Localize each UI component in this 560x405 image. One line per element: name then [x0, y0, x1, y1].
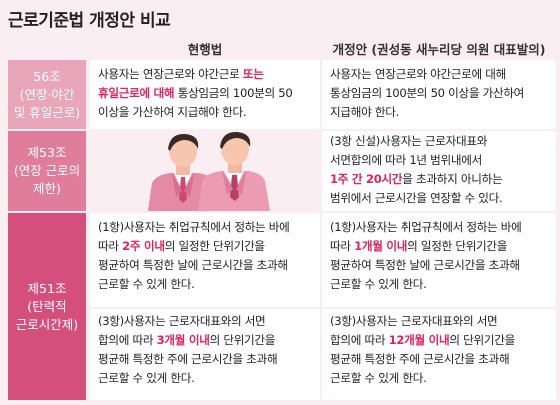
- cell-art51-clause1-current: (1항)사용자는 취업규칙에서 정하는 바에 따라 2주 이내의 일정한 단위기…: [90, 213, 320, 307]
- text-line: 통상임금의 100분의 50 이상을 가산하여: [330, 86, 525, 100]
- row-label-line: 및 휴일근로): [13, 104, 81, 120]
- cell-art51-clause3-current: (3항)사용자는 근로자대표와의 서면 합의에 따라 3개월 이내의 단위기간을…: [90, 309, 320, 400]
- highlight-text: 휴일근로에 대해: [98, 86, 175, 100]
- row-label-line: (탄력적: [27, 298, 67, 314]
- highlight-text: 12개월 이내: [388, 333, 450, 347]
- text-line: 근로할 수 있게 한다.: [98, 277, 195, 291]
- row-label-line: 제53조: [27, 145, 67, 160]
- text-line: 따라 1개월 이내의 일정한 단위기간을: [330, 237, 548, 256]
- text-line: 근로할 수 있게 한다.: [98, 371, 195, 385]
- text-span: 합의에 따라: [330, 333, 389, 347]
- text-span: 합의에 따라: [98, 333, 157, 347]
- text-span: 을 초과하지 아니하는: [402, 172, 503, 186]
- page-title: 근로기준법 개정안 비교: [8, 11, 171, 31]
- text-line: 평균하여 특정한 날에 근로시간을 초과해: [98, 258, 288, 272]
- row-label-line: (연장·야간: [19, 86, 75, 102]
- text-span: 의 일정한 단위기간을: [164, 239, 265, 253]
- text-line: 합의에 따라 3개월 이내의 단위기간을: [98, 331, 312, 350]
- text-line: 사용자는 연장근로와 야간근로 또는: [98, 65, 312, 84]
- text-line: (3항 신설)사용자는 근로자대표와: [330, 134, 488, 148]
- cell-art51-clause3-proposed: (3항)사용자는 근로자대표와의 서면 합의에 따라 12개월 이내의 단위기간…: [322, 309, 556, 400]
- header-proposed-law: 개정안 (권성동 새누리당 의원 대표발의): [332, 42, 546, 57]
- text-span: 따라: [98, 239, 123, 253]
- cell-art51-clause1-proposed: (1항)사용자는 취업규칙에서 정하는 바에 따라 1개월 이내의 일정한 단위…: [322, 213, 556, 307]
- row-label-line: 근로시간제): [15, 316, 79, 332]
- row-label-line: (연장 근로의: [13, 163, 81, 178]
- row-label-art53: 제53조 (연장 근로의 제한): [8, 131, 86, 211]
- row-label-line: 56조: [33, 68, 61, 84]
- text-line: 평균해 특정한 주에 근로시간을 초과해: [330, 352, 510, 366]
- text-span: 의 일정한 단위기간을: [407, 239, 508, 253]
- two-businessmen-icon: [148, 131, 270, 211]
- text-span: 사용자는 연장근로와 야간근로: [98, 67, 243, 81]
- text-span: 의 단위기간을: [209, 333, 276, 347]
- text-line: 합의에 따라 12개월 이내의 단위기간을: [330, 331, 548, 350]
- row-label-line: 제51조: [27, 280, 67, 296]
- cell-art56-proposed: 사용자는 연장근로와 야간근로에 대해 통상임금의 100분의 50 이상을 가…: [322, 60, 556, 129]
- cell-art56-current: 사용자는 연장근로와 야간근로 또는 휴일근로에 대해 통상임금의 100분의 …: [90, 60, 320, 129]
- text-line: 1주 간 20시간을 초과하지 아니하는: [330, 170, 548, 189]
- highlight-text: 1주 간 20시간: [330, 172, 403, 186]
- text-line: (3항)사용자는 근로자대표와의 서면: [98, 314, 266, 328]
- text-line: (3항)사용자는 근로자대표와의 서면: [330, 314, 498, 328]
- text-line: 근로할 수 있게 한다.: [330, 371, 427, 385]
- text-line: (1항)사용자는 취업규칙에서 정하는 바에: [98, 220, 290, 234]
- text-line: 범위에서 근로시간을 연장할 수 있다.: [330, 191, 503, 205]
- highlight-text: 3개월 이내: [156, 333, 210, 347]
- row-label-line: 제한): [33, 181, 61, 196]
- text-line: 사용자는 연장근로와 야간근로에 대해: [330, 67, 507, 81]
- text-line: 이상을 가산하여 지급해야 한다.: [98, 105, 247, 119]
- cell-art53-proposed: (3항 신설)사용자는 근로자대표와 서면합의에 따라 1년 범위내에서 1주 …: [322, 131, 556, 211]
- text-line: 근로할 수 있게 한다.: [330, 277, 427, 291]
- text-line: 평균해 특정한 주에 근로시간을 초과해: [98, 352, 278, 366]
- text-line: 서면합의에 따라 1년 범위내에서: [330, 153, 482, 167]
- text-line: 지급해야 한다.: [330, 105, 399, 119]
- text-span: 통상임금의 100분의 50: [174, 86, 293, 100]
- row-label-art51: 제51조 (탄력적 근로시간제): [8, 213, 86, 400]
- text-span: 의 단위기간을: [449, 333, 515, 347]
- highlight-text: 1개월 이내: [354, 239, 408, 253]
- text-span: 따라: [330, 239, 355, 253]
- text-line: (1항)사용자는 취업규칙에서 정하는 바에: [330, 220, 522, 234]
- text-line: 휴일근로에 대해 통상임금의 100분의 50: [98, 84, 312, 103]
- highlight-text: 2주 이내: [122, 239, 165, 253]
- cell-art53-current-illustration: [90, 131, 320, 211]
- text-line: 평균하여 특정한 날에 근로시간을 초과해: [330, 258, 520, 272]
- highlight-text: 또는: [242, 67, 264, 81]
- text-line: 따라 2주 이내의 일정한 단위기간을: [98, 237, 312, 256]
- row-label-art56: 56조 (연장·야간 및 휴일근로): [8, 60, 86, 129]
- header-current-law: 현행법: [187, 42, 223, 57]
